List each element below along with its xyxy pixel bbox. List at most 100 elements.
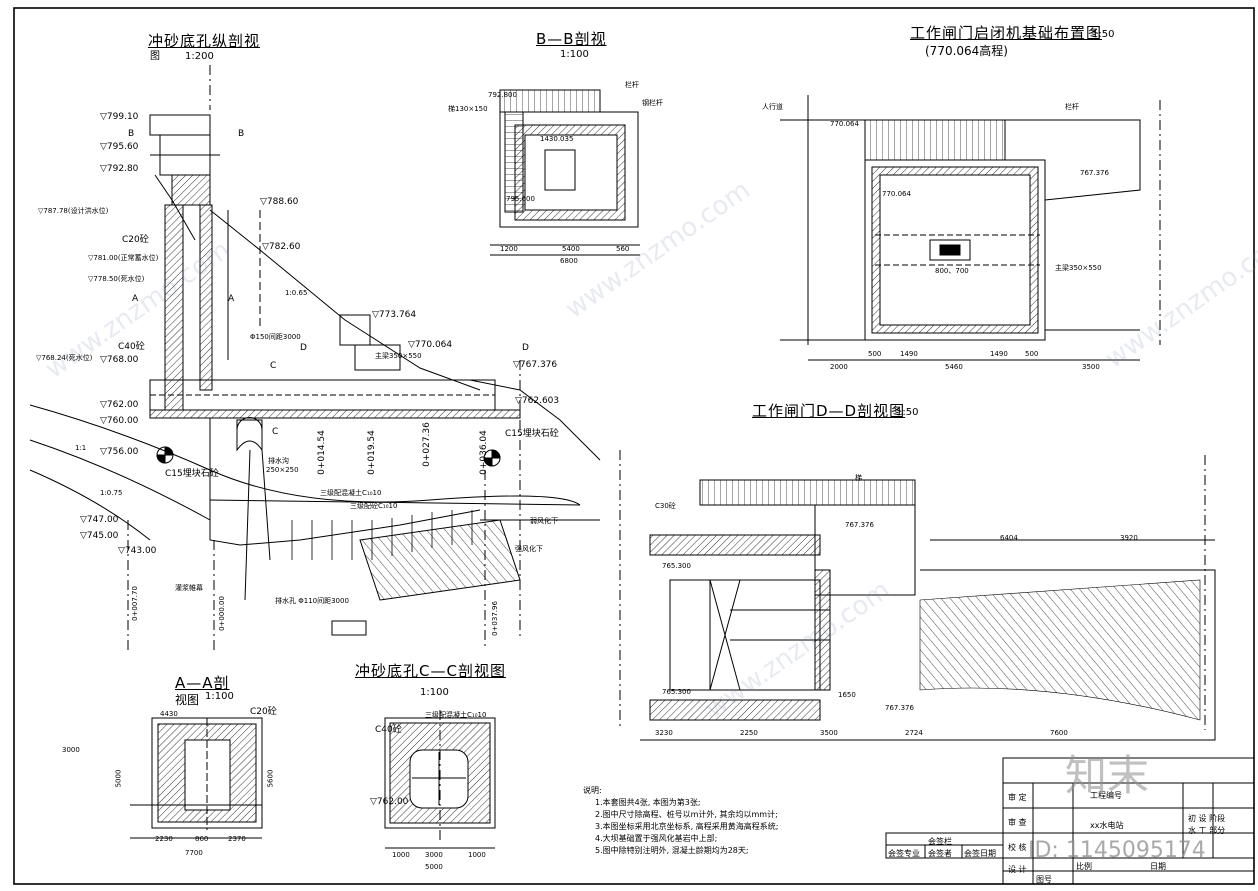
drain-hole-label: 排水孔 Φ110间距3000 (275, 597, 349, 605)
elevation: ▽787.78(设计洪水位) (38, 207, 109, 215)
bb-label: 560 (616, 245, 630, 253)
bb-label: 5400 (562, 245, 580, 253)
rock-label: 弱风化下 (530, 517, 558, 525)
title-hoist-plan: 工作闸门启闭机基础布置图 (910, 24, 1103, 42)
note-item: 4.大坝基础置于强风化基岩中上部; (595, 834, 718, 843)
tb-project-no: 工程编号 (1090, 791, 1122, 800)
section-mark: B (128, 129, 135, 139)
slope-label: 1:1 (75, 444, 87, 452)
dd-label: 1650 (838, 691, 856, 699)
tb-dept: 水 工 部分 (1188, 826, 1226, 835)
bb-label: 钢栏杆 (642, 99, 663, 107)
title-longitudinal-suffix: 图 (150, 51, 160, 62)
sign-col: 会签专业 (888, 849, 920, 858)
bb-label: 1200 (500, 245, 518, 253)
dd-label: 3500 (820, 729, 838, 737)
elevation: ▽768.00 (100, 355, 139, 365)
cc-label: 3000 (425, 851, 443, 859)
hoist-label: 767.376 (1080, 169, 1109, 177)
dd-label: 765.300 (662, 562, 691, 570)
hoist-label: 栏杆 (1065, 103, 1079, 111)
longitudinal-section (29, 65, 601, 650)
hoist-label: 1490 (990, 350, 1008, 358)
elevation: ▽743.00 (118, 546, 157, 556)
note-item: 2.图中尺寸除高程、桩号以m计外, 其余均以mm计; (595, 810, 778, 819)
hoist-plan (780, 95, 1161, 361)
title-bb: B—B剖视 (536, 30, 607, 48)
aa-label: 3000 (62, 746, 80, 754)
scale-bb: 1:100 (560, 49, 589, 60)
station-label: 0+014.54 (316, 430, 327, 475)
bb-label: 792.800 (488, 91, 517, 99)
hoist-label: 3500 (1082, 363, 1100, 371)
hoist-label: 5460 (945, 363, 963, 371)
tb-scale: 比例 (1076, 862, 1092, 871)
sign-col: 会签日期 (964, 849, 996, 858)
tb-check: 审 查 (1008, 818, 1027, 827)
dd-label: 6404 (1000, 534, 1018, 542)
title-aa: A—A剖 (175, 674, 230, 692)
elevation: ▽782.60 (262, 242, 301, 252)
hoist-label: 人行道 (762, 103, 783, 111)
hoist-label: 1490 (900, 350, 918, 358)
grout-label: 灌浆帷幕 (175, 584, 203, 592)
cc-label: ▽762.00 (370, 797, 409, 807)
subtitle-hoist-plan: (770.064高程) (925, 44, 1008, 58)
note-item: 1.本套图共4张, 本图为第3张; (595, 798, 701, 807)
elevation: ▽778.50(死水位) (88, 275, 145, 283)
scale-cc: 1:100 (420, 687, 449, 698)
scale-longitudinal: 1:200 (185, 51, 214, 62)
elevation: ▽773.764 (372, 310, 417, 320)
station-label: 0+000.00 (217, 596, 226, 631)
notes: 说明: 1.本套图共4张, 本图为第3张; 2.图中尺寸除高程、桩号以m计外, … (583, 785, 778, 857)
aa-label: 2230 (155, 835, 173, 843)
section-mark: D (300, 343, 307, 353)
aa-label: 2370 (228, 835, 246, 843)
section-mark: D (522, 343, 529, 353)
section-mark: A (132, 294, 139, 304)
aa-label: 7700 (185, 849, 203, 857)
station-label: 0+027.36 (421, 422, 432, 467)
drain-label: 排水沟 (268, 457, 289, 465)
sheet-border (13, 7, 1255, 885)
concrete-label: 三级配砼C₁₀10 (350, 502, 398, 510)
material-label: C40砼 (118, 342, 145, 352)
note-item: 5.图中除特别注明外, 混凝土龄期均为28天; (595, 846, 749, 855)
bb-label: 梯130×150 (448, 105, 488, 113)
aa-label: C20砼 (250, 707, 277, 717)
note-item: 3.本图坐标采用北京坐标系, 高程采用黄海高程系统; (595, 822, 779, 831)
elevation: ▽781.00(正常蓄水位) (88, 254, 159, 262)
elevation: ▽768.24(死水位) (36, 354, 93, 362)
elevation: ▽756.00 (100, 447, 139, 457)
aa-label: 5000 (114, 769, 123, 788)
aa-label: 860 (195, 835, 209, 843)
title-longitudinal: 冲砂底孔纵剖视 (148, 32, 261, 50)
slope-label: 1:0.65 (285, 289, 308, 297)
station-label: 0+007.70 (130, 586, 139, 621)
brand-logo: 知末 (1065, 751, 1150, 800)
cc-section (384, 710, 496, 849)
drain-pipe-label: Φ150间距3000 (250, 333, 301, 341)
dd-label: 767.376 (845, 521, 874, 529)
bb-section (490, 89, 640, 256)
tb-station: xx水电站 (1090, 821, 1124, 830)
drain-size: 250×250 (266, 466, 299, 474)
scale-hoist-plan: 1:50 (1092, 29, 1115, 40)
concrete-label: 三级配混凝土C₁₀10 (320, 489, 382, 497)
scale-dd: 1:50 (896, 407, 919, 418)
elevation: ▽792.80 (100, 164, 139, 174)
elevation: ▽799.10 (100, 112, 139, 122)
aa-label: 4430 (160, 710, 178, 718)
cc-label: 三级配混凝土C₁₀10 (425, 711, 487, 719)
elevation: ▽795.60 (100, 142, 139, 152)
tb-proofread: 校 核 (1008, 843, 1027, 852)
cc-label: C40砼 (375, 725, 402, 735)
rock-label: 强风化下 (515, 545, 543, 553)
section-mark: B (238, 129, 245, 139)
dd-label: 2250 (740, 729, 758, 737)
dd-label: 767.376 (885, 704, 914, 712)
hoist-label: 770.064 (882, 190, 911, 198)
aa-section (130, 717, 263, 839)
bb-label: 1430.035 (540, 135, 574, 143)
